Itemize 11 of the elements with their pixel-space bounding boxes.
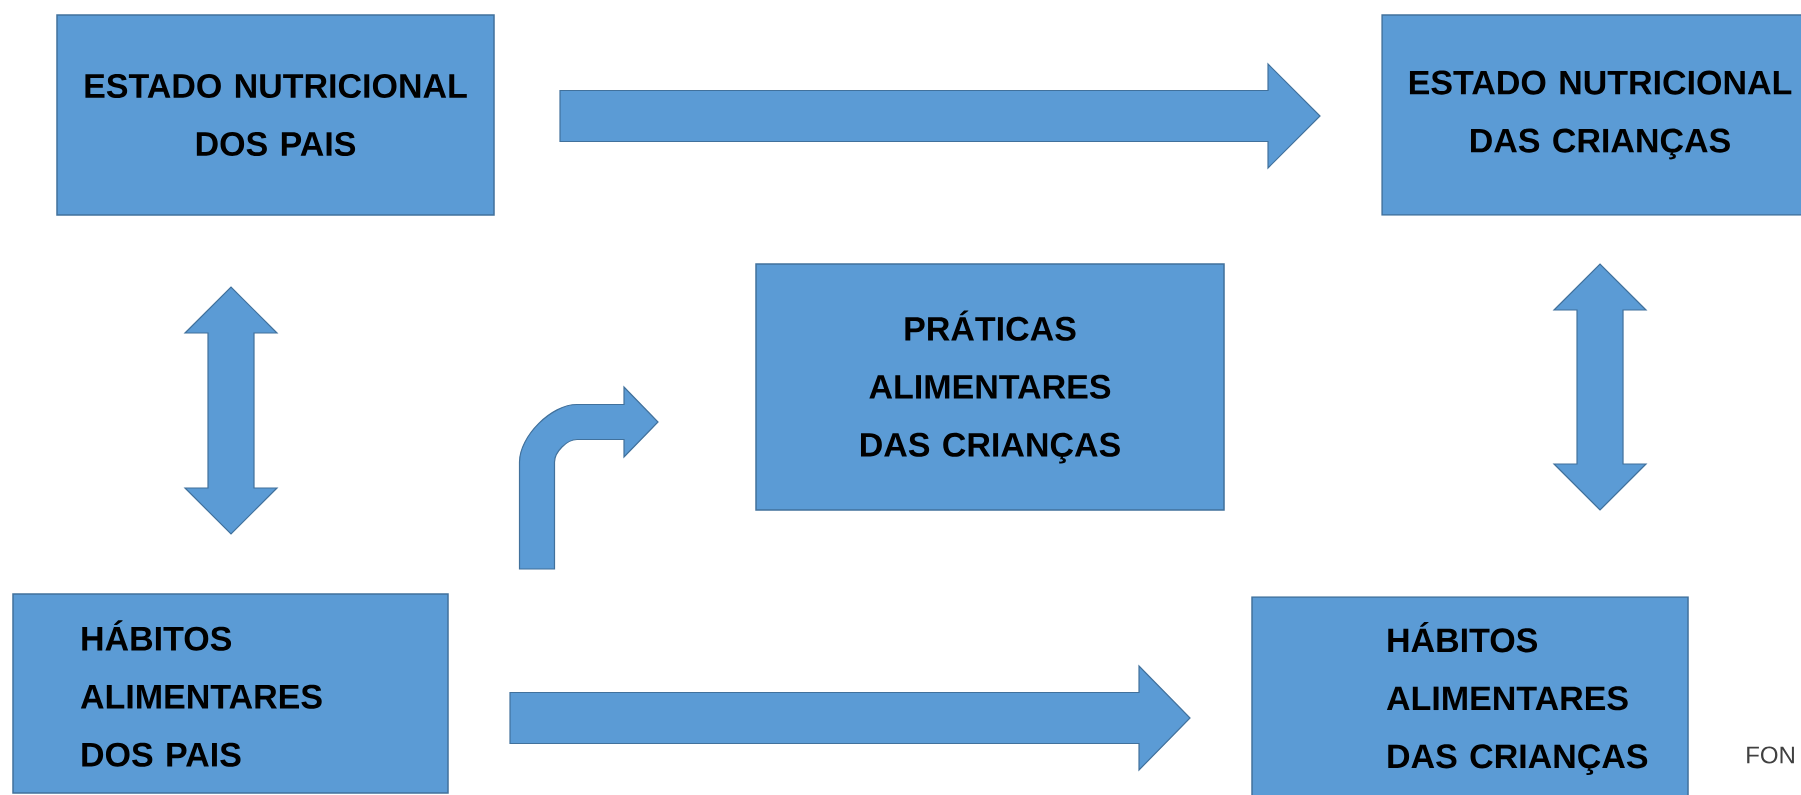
block-arrow	[559, 62, 1321, 170]
block-arrow	[518, 386, 659, 570]
block-arrow	[183, 286, 279, 535]
text-box: ESTADO NUTRICIONAL DAS CRIANÇAS	[1381, 14, 1801, 216]
text-box: HÁBITOS ALIMENTARES DAS CRIANÇAS	[1251, 596, 1689, 795]
text-box: ESTADO NUTRICIONAL DOS PAIS	[56, 14, 495, 216]
text-box: PRÁTICAS ALIMENTARES DAS CRIANÇAS	[755, 263, 1225, 511]
block-arrow	[1552, 263, 1648, 511]
block-arrow	[509, 664, 1191, 772]
source-note: FON	[1747, 746, 1794, 764]
text-box: HÁBITOS ALIMENTARES DOS PAIS	[12, 593, 449, 794]
